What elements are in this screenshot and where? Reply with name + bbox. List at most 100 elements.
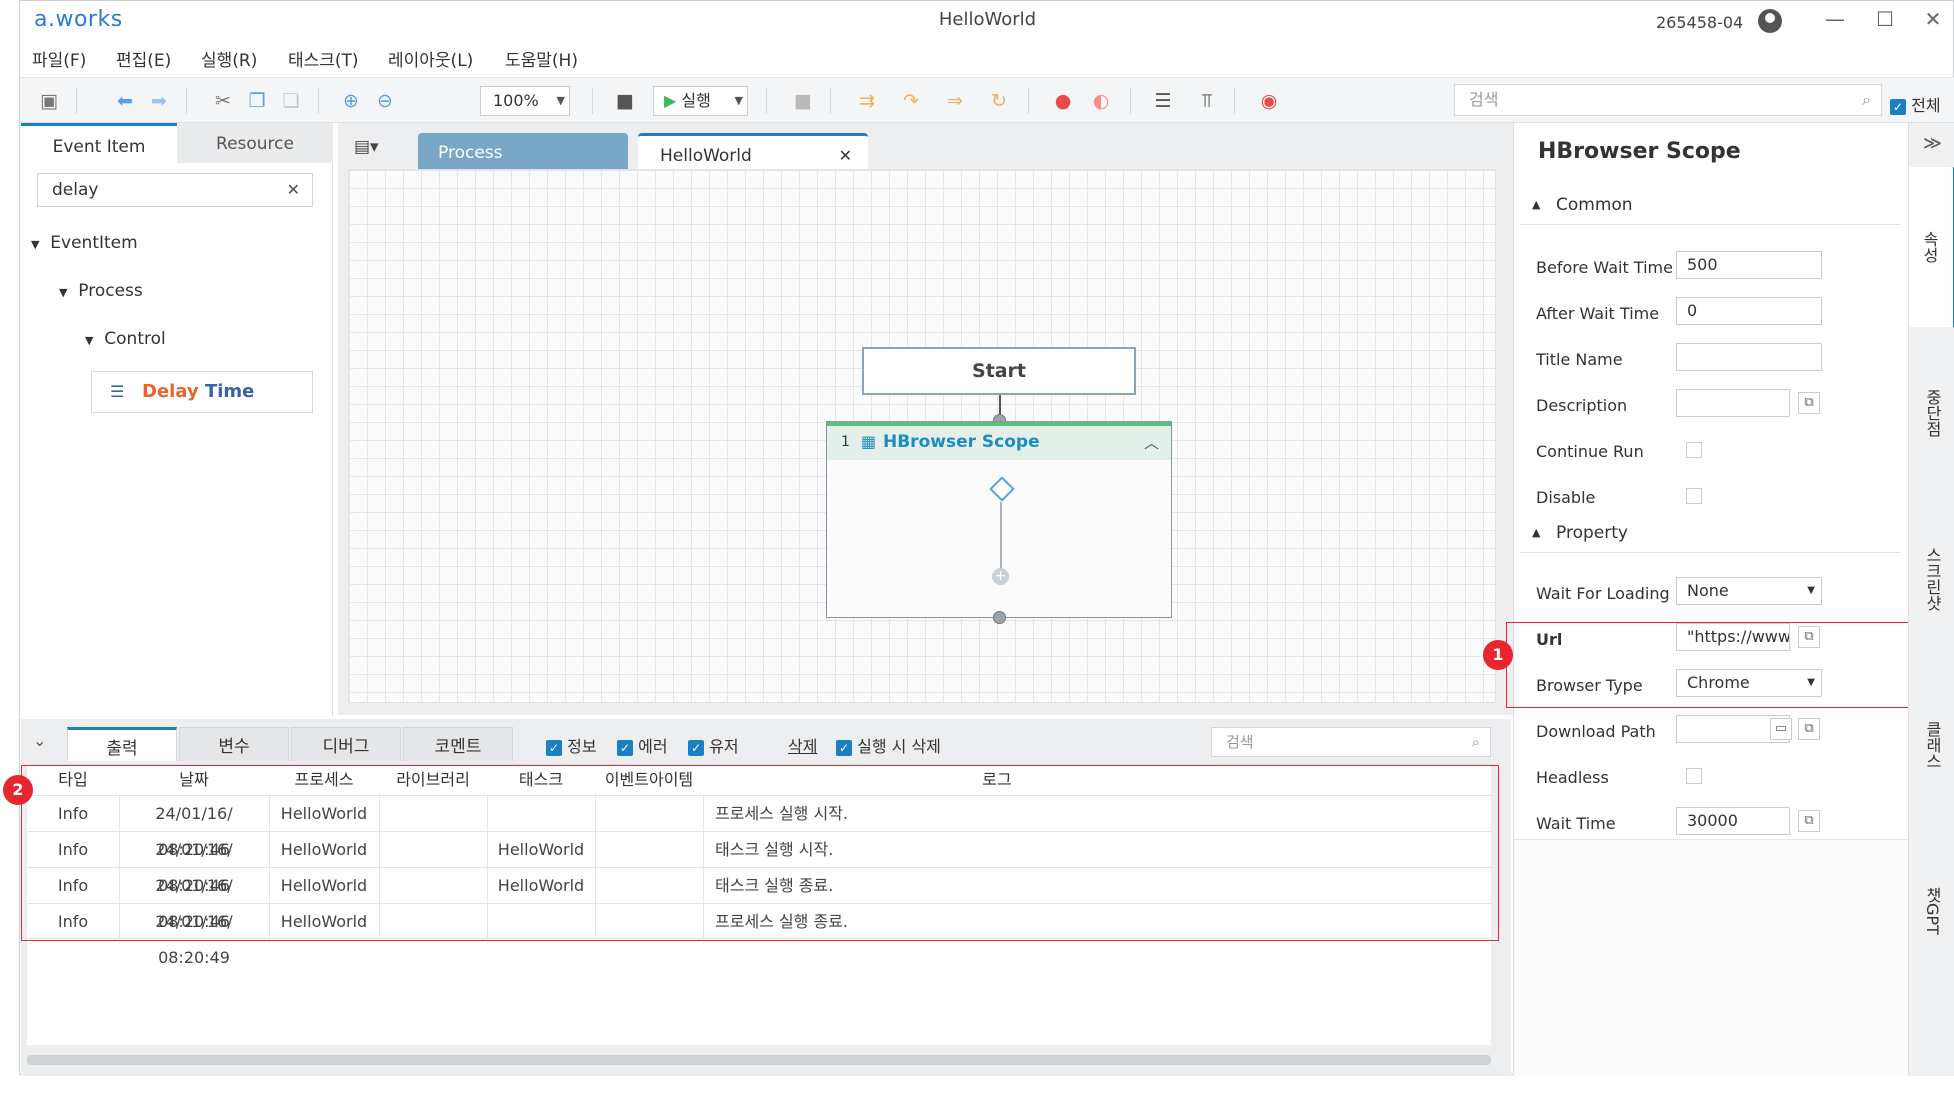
column-divider	[595, 795, 596, 939]
cut-icon[interactable]: ✂	[215, 90, 231, 112]
step-into-icon[interactable]: ↷	[903, 90, 919, 112]
event-item-search-input[interactable]: delay✕	[37, 173, 313, 207]
side-tab-class[interactable]: 클래스	[1923, 721, 1942, 769]
menu-help[interactable]: 도움말(H)	[505, 51, 578, 71]
wait-loading-select[interactable]: None▼	[1676, 577, 1822, 605]
table-row[interactable]: Info 24/01/16/ 08:20:46 HelloWorld Hello…	[27, 831, 1491, 895]
close-tab-icon[interactable]: ✕	[838, 146, 852, 165]
remove-breakpoint-icon[interactable]: ◐	[1092, 90, 1110, 112]
maximize-button[interactable]: ☐	[1876, 7, 1894, 31]
menu-edit[interactable]: 편집(E)	[116, 51, 172, 71]
after-wait-input[interactable]: 0	[1676, 297, 1822, 325]
log-search-input[interactable]: 검색⌕	[1211, 727, 1491, 757]
collapse-icon[interactable]: ︿	[1143, 434, 1159, 452]
side-tab-properties[interactable]: 속성	[1909, 167, 1954, 327]
menu-task[interactable]: 태스크(T)	[288, 51, 359, 71]
close-button[interactable]: ✕	[1924, 7, 1942, 31]
continue-icon[interactable]: ↻	[991, 90, 1007, 112]
table-row[interactable]: Info 24/01/16/ 08:20:49 HelloWorld 프로세스 …	[27, 903, 1491, 967]
continue-run-checkbox[interactable]	[1686, 442, 1702, 458]
search-all-checkbox[interactable]: ✓ 전체	[1890, 92, 1941, 116]
align-center-icon[interactable]: ☰	[1154, 90, 1172, 112]
tab-debug[interactable]: 디버그	[291, 727, 401, 761]
column-header-event-item[interactable]: 이벤트아이템	[604, 770, 694, 789]
tab-variables[interactable]: 변수	[179, 727, 289, 761]
redo-icon[interactable]: ➡	[151, 90, 167, 112]
open-editor-icon[interactable]: ⧉	[1798, 810, 1820, 832]
document-menu-icon[interactable]: ▤▾	[354, 137, 379, 157]
menu-layout[interactable]: 레이아웃(L)	[388, 51, 474, 71]
disable-checkbox[interactable]	[1686, 488, 1702, 504]
record-icon[interactable]: ◉	[1260, 90, 1278, 112]
cell-date: 24/01/16/ 08:20:46	[155, 876, 233, 931]
side-tab-chatgpt[interactable]: 챗GPT	[1923, 887, 1942, 935]
paste-icon[interactable]: ❏	[282, 90, 300, 112]
toolbar-search-input[interactable]: 검색⌕	[1454, 84, 1882, 116]
table-row[interactable]: Info 24/01/16/ 08:20:46 HelloWorld 프로세스 …	[27, 795, 1491, 859]
delete-on-run-checkbox[interactable]: ✓ 실행 시 삭제	[836, 733, 941, 757]
table-row[interactable]: Info 24/01/16/ 08:20:46 HelloWorld Hello…	[27, 867, 1491, 931]
app-window: a.works HelloWorld 265458-04 — ☐ ✕ 파일(F)…	[3, 0, 1954, 1076]
filter-user[interactable]: ✓ 유저	[688, 733, 739, 757]
zoom-out-icon[interactable]: ⊖	[377, 90, 393, 112]
title-name-input[interactable]	[1676, 343, 1822, 371]
align-vertical-icon[interactable]: ⫪	[1201, 90, 1213, 112]
url-input[interactable]: "https://www.n	[1676, 623, 1790, 651]
record-video-icon[interactable]: ■	[616, 90, 634, 112]
tree-node-process[interactable]: ▼ Process	[59, 281, 143, 301]
side-tab-screenshot[interactable]: 스크린샷	[1923, 547, 1942, 611]
save-icon[interactable]: ▣	[40, 90, 58, 112]
copy-icon[interactable]: ❐	[248, 90, 266, 112]
run-button[interactable]: ▶ 실행▼	[653, 86, 748, 116]
zoom-in-icon[interactable]: ⊕	[343, 90, 359, 112]
description-input[interactable]	[1676, 389, 1790, 417]
column-header-date[interactable]: 날짜	[179, 770, 209, 789]
wait-time-input[interactable]: 30000	[1676, 807, 1790, 835]
undo-icon[interactable]: ⬅	[117, 90, 133, 112]
workflow-canvas[interactable]: Start 1 ▦ HBrowser Scope ︿ +	[348, 169, 1496, 703]
user-avatar-icon[interactable]	[1758, 9, 1782, 33]
open-editor-icon[interactable]: ⧉	[1798, 718, 1820, 740]
folder-open-icon[interactable]: ▭	[1770, 718, 1792, 740]
before-wait-input[interactable]: 500	[1676, 251, 1822, 279]
menu-file[interactable]: 파일(F)	[32, 51, 87, 71]
column-header-task[interactable]: 태스크	[518, 770, 564, 789]
step-out-icon[interactable]: ⇒	[947, 90, 963, 112]
step-over-icon[interactable]: ⇉	[859, 90, 875, 112]
tab-output[interactable]: 출력	[67, 727, 177, 761]
start-node[interactable]: Start	[862, 347, 1136, 395]
tab-resource[interactable]: Resource	[177, 123, 333, 163]
event-item-delay-time[interactable]: ☰Delay Time	[91, 371, 313, 413]
filter-info[interactable]: ✓ 정보	[546, 733, 597, 757]
delete-log-link[interactable]: 삭제	[788, 737, 818, 756]
tab-comment[interactable]: 코멘트	[403, 727, 513, 761]
tree-node-eventitem[interactable]: ▼ EventItem	[31, 233, 138, 253]
stop-icon[interactable]: ■	[794, 90, 812, 112]
minimize-button[interactable]: —	[1825, 7, 1845, 31]
section-common[interactable]: ▲Common	[1520, 185, 1900, 225]
collapse-output-icon[interactable]: ⌄	[33, 731, 47, 750]
tree-node-control[interactable]: ▼ Control	[85, 329, 166, 349]
column-header-type[interactable]: 타입	[58, 770, 88, 789]
tab-helloworld[interactable]: HelloWorld✕	[638, 133, 868, 169]
open-editor-icon[interactable]: ⧉	[1798, 626, 1820, 648]
add-breakpoint-icon[interactable]: ●	[1054, 90, 1072, 112]
column-header-process[interactable]: 프로세스	[294, 770, 354, 789]
menu-run[interactable]: 실행(R)	[201, 51, 258, 71]
side-tab-breakpoints[interactable]: 중단점	[1923, 389, 1942, 437]
browser-type-select[interactable]: Chrome▼	[1676, 669, 1822, 697]
section-property[interactable]: ▲Property	[1520, 513, 1900, 553]
headless-checkbox[interactable]	[1686, 768, 1702, 784]
zoom-select[interactable]: 100%▼	[480, 86, 570, 116]
column-header-library[interactable]: 라이브러리	[396, 770, 470, 789]
filter-error[interactable]: ✓ 에러	[617, 733, 668, 757]
tab-process[interactable]: Process	[418, 133, 628, 169]
open-editor-icon[interactable]: ⧉	[1798, 392, 1820, 414]
column-header-log[interactable]: 로그	[982, 770, 1012, 789]
tab-event-item[interactable]: Event Item	[21, 123, 177, 163]
collapse-panel-icon[interactable]: ≫	[1923, 133, 1942, 154]
horizontal-scrollbar[interactable]	[27, 1055, 1491, 1065]
clear-icon[interactable]: ✕	[286, 180, 300, 199]
add-activity-icon[interactable]: +	[992, 568, 1009, 585]
hbrowser-scope-node[interactable]: 1 ▦ HBrowser Scope ︿ +	[826, 421, 1172, 618]
